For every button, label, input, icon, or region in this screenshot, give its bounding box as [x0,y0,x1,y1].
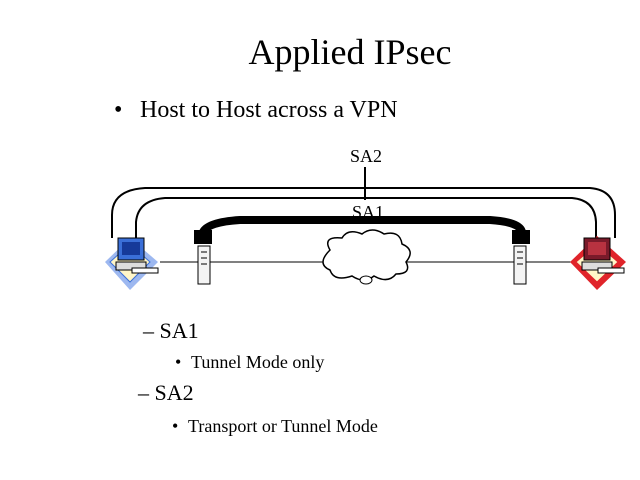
left-vpn-gateway-icon [197,245,211,285]
dash-marker: – [138,380,149,405]
bullet-marker: • [175,352,182,372]
main-bullet: • Host to Host across a VPN [114,95,398,125]
right-host-computer-icon [570,236,626,290]
slide-title: Applied IPsec [248,32,452,72]
detail-text: Tunnel Mode only [191,352,325,372]
sa1-label: SA1 [352,202,385,222]
left-host-computer-icon [105,237,159,290]
main-bullet-text: Host to Host across a VPN [140,97,398,123]
list-item-sa2: – SA2 [138,380,194,406]
list-item-sa1: – SA1 [143,318,199,344]
dash-marker: – [143,318,154,343]
right-vpn-gateway-icon [513,245,527,285]
bullet-marker: • [114,97,123,123]
sa2-connection [111,167,616,238]
list-item-label: SA2 [154,380,194,405]
sa2-label: SA2 [350,146,383,166]
sa1-tunnel [194,216,530,244]
internet-cloud-icon [322,229,411,285]
list-item-label: SA1 [159,318,199,343]
list-item-detail: • Tunnel Mode only [175,351,324,373]
detail-text: Transport or Tunnel Mode [188,416,378,436]
bullet-marker: • [172,416,179,436]
list-item-detail: • Transport or Tunnel Mode [172,415,378,437]
